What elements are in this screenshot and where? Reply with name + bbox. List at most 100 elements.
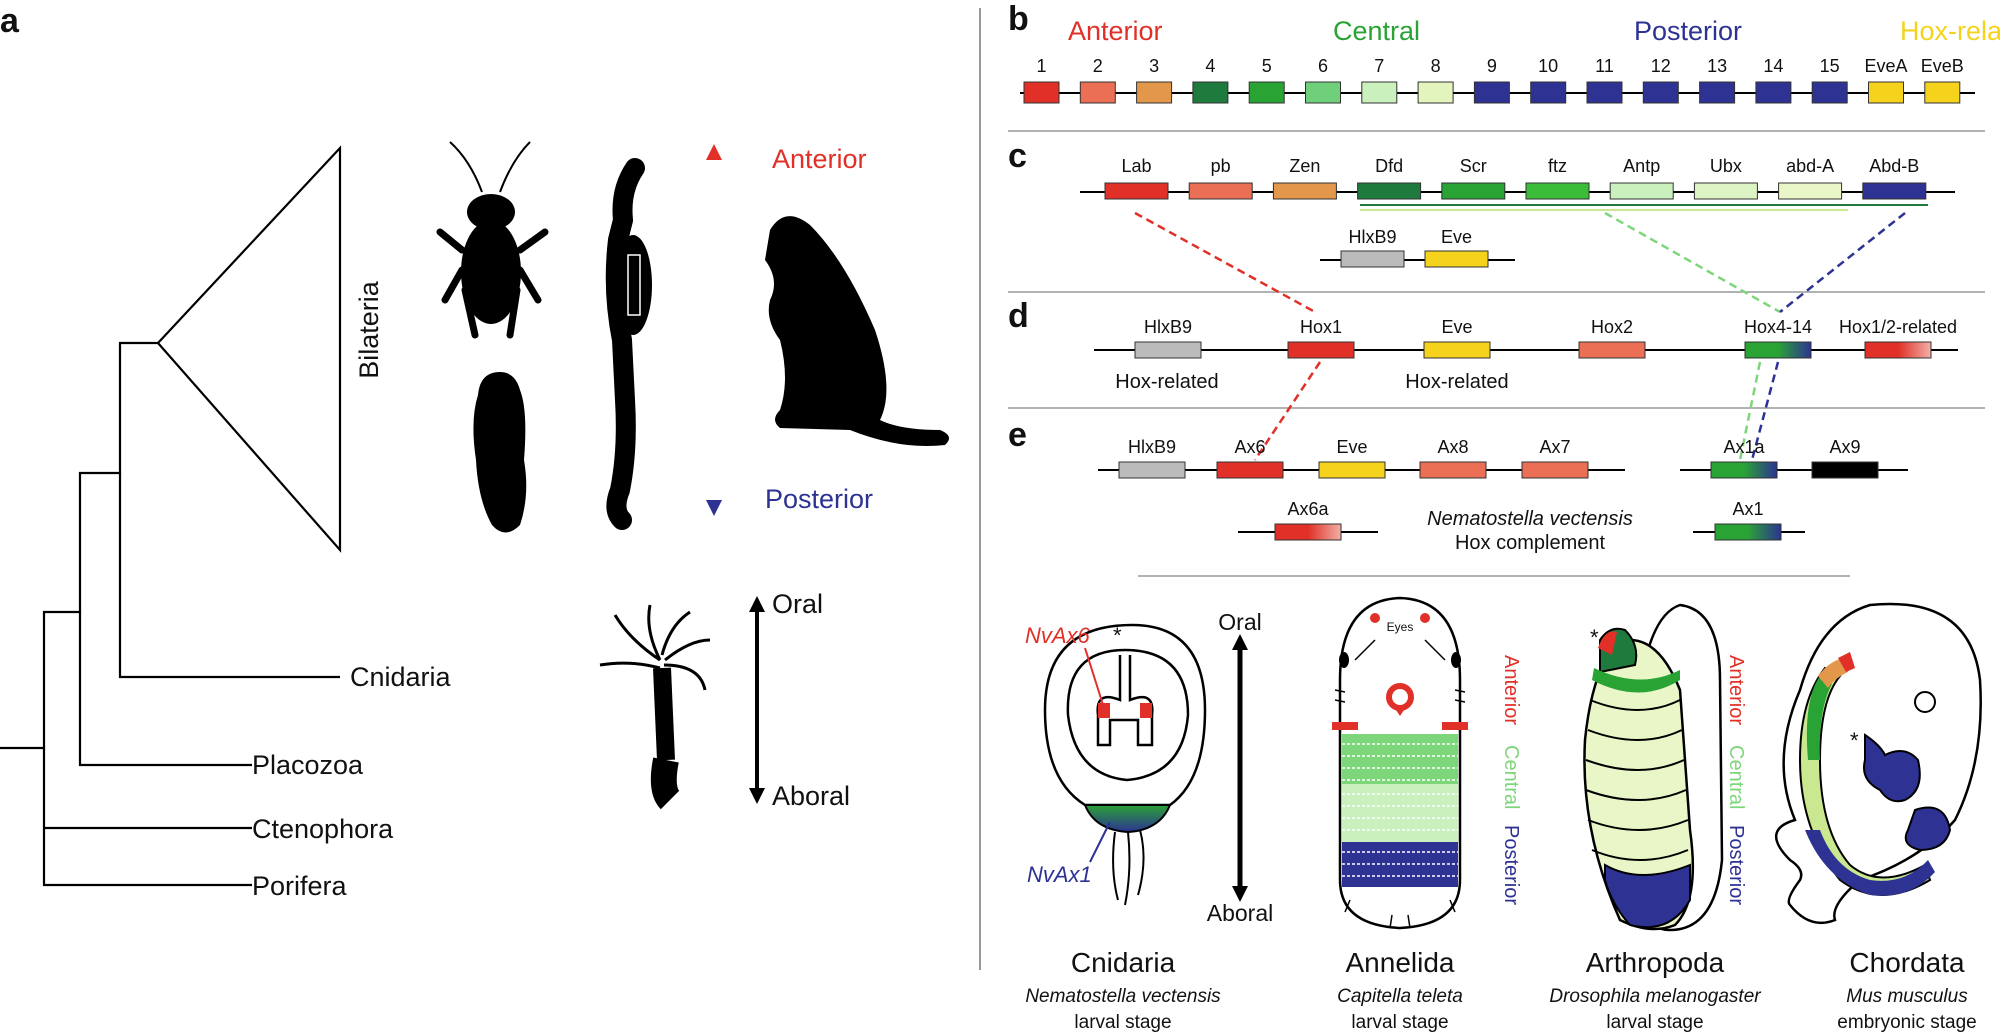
hox-d-gene-hox4-14-label: Hox4-14 <box>1744 317 1812 337</box>
hox-c-gene-antp-label: Antp <box>1623 156 1660 176</box>
hox-c-gene-lab-label: Lab <box>1121 156 1151 176</box>
hox-related-note-2: Hox-related <box>1405 371 1508 393</box>
panel-label-d: d <box>1008 297 1029 335</box>
hox-d-gene-hox2-box <box>1578 341 1646 359</box>
cnidaria-stage: larval stage <box>1074 1012 1171 1033</box>
homology-hox1-ax6 <box>1253 361 1322 461</box>
hox-d-gene-eve-label: Eve <box>1441 317 1472 337</box>
hox-e-gene-hlxb9-box <box>1118 461 1186 479</box>
hox-b-gene-evea-box <box>1868 81 1904 104</box>
hox-b-gene-13-label: 13 <box>1707 56 1727 76</box>
chordata-embryo <box>1774 602 1982 925</box>
hox-b-gene-6-box <box>1305 81 1341 104</box>
insect-silhouette <box>436 141 549 339</box>
hox-b-gene-15-box <box>1811 81 1848 104</box>
hox-d-gene-hox4-14-box <box>1744 341 1812 359</box>
hox-e-gene-ax7-box <box>1521 461 1589 479</box>
hox-c-gene-dfd-label: Dfd <box>1375 156 1403 176</box>
hox-e-gene-ax8-label: Ax8 <box>1437 437 1468 457</box>
hox-c-gene-zen-box <box>1272 182 1337 200</box>
hox-b-gene-5-label: 5 <box>1262 56 1272 76</box>
hox-e-gene-ax1a-box <box>1710 461 1778 479</box>
axis-anterior-label: Anterior <box>772 144 867 174</box>
hox-b-gene-9-label: 9 <box>1487 56 1497 76</box>
hox-b-gene-eveb-label: EveB <box>1921 56 1964 76</box>
hox-e-gene-ax7-label: Ax7 <box>1539 437 1570 457</box>
hox-b-gene-5-box <box>1248 81 1285 104</box>
posterior-arrowhead <box>706 500 722 516</box>
hox-d-gene-hox1-label: Hox1 <box>1300 317 1342 337</box>
hox-e-gene-ax9-box <box>1811 461 1879 479</box>
hox-b-gene-14-label: 14 <box>1763 56 1783 76</box>
hox-d-gene-eve-box <box>1423 341 1491 359</box>
hox-b-gene-9-box <box>1473 81 1510 104</box>
hox-b-gene-4-label: 4 <box>1205 56 1215 76</box>
nvax6-pointer <box>1084 647 1105 709</box>
nvax6-label: NvAx6 <box>1025 623 1091 648</box>
hox-b-gene-2-box <box>1079 81 1116 104</box>
arthropoda-anterior-label: Anterior <box>1725 655 1747 725</box>
hox-c-gene-zen-label: Zen <box>1289 156 1320 176</box>
annelida-species: Capitella teleta <box>1337 986 1463 1007</box>
homology-abdb-hox4 <box>1779 212 1906 313</box>
chordata-stage: embryonic stage <box>1837 1012 1976 1033</box>
group-label-central: Central <box>1333 16 1420 46</box>
hox-d-gene-hlxb9-box <box>1134 341 1202 359</box>
cnidaria-clade-title: Cnidaria <box>1071 947 1176 978</box>
hox-b-gene-3-box <box>1136 81 1173 104</box>
annelida-clade-title: Annelida <box>1346 947 1455 978</box>
annelida-larva <box>1332 596 1468 930</box>
chordata-clade-title: Chordata <box>1849 947 1965 978</box>
group-label-hox-related: Hox-related <box>1900 16 2000 46</box>
cnidaria-larva <box>1043 623 1207 906</box>
phylogenetic-tree <box>0 145 342 887</box>
arthropoda-stage: larval stage <box>1606 1012 1703 1033</box>
annelid-silhouette <box>605 158 652 530</box>
hox-b-gene-7-label: 7 <box>1374 56 1384 76</box>
arthropoda-clade-title: Arthropoda <box>1586 947 1725 978</box>
hox-b-gene-8-box <box>1417 81 1454 104</box>
taxon-cnidaria: Cnidaria <box>350 662 452 692</box>
hox-e-gene-ax1a-label: Ax1a <box>1723 437 1765 457</box>
hox-c-gene-ftz-box <box>1525 182 1590 200</box>
hox-b-gene-15-label: 15 <box>1820 56 1840 76</box>
group-label-anterior: Anterior <box>1068 16 1163 46</box>
hox-b-gene-10-label: 10 <box>1538 56 1558 76</box>
hox-e-gene-ax6a-box <box>1274 523 1342 541</box>
homology-antp-hox4 <box>1604 211 1781 314</box>
hox-b-gene-10-box <box>1530 81 1567 104</box>
hox-complement-caption: Hox complement <box>1455 532 1606 554</box>
hox-b-gene-14-box <box>1755 81 1792 104</box>
hox-c-gene-lab-box <box>1104 182 1169 200</box>
hox-e-gene-ax6-box <box>1216 461 1284 479</box>
hox-b-gene-8-label: 8 <box>1431 56 1441 76</box>
panel-label-e: e <box>1008 416 1027 454</box>
hox-b-gene-1-box <box>1023 81 1060 104</box>
embryo-aboral-label: Aboral <box>1207 900 1273 926</box>
hox-d-gene-hox2-label: Hox2 <box>1591 317 1633 337</box>
hox-e-gene-eve-label: Eve <box>1336 437 1367 457</box>
hox-b-gene-13-box <box>1699 81 1736 104</box>
hox-c-gene-scr-box <box>1441 182 1506 200</box>
cnidaria-asterisk: * <box>1113 623 1122 648</box>
taxon-bilateria: Bilateria <box>354 280 384 379</box>
hox-e-gene-ax6a-label: Ax6a <box>1287 499 1329 519</box>
embryo-oral-label: Oral <box>1218 609 1261 635</box>
eyes-label: Eyes <box>1387 620 1414 634</box>
cnidaria-species: Nematostella vectensis <box>1025 986 1221 1007</box>
hox-related-note-1: Hox-related <box>1115 371 1218 393</box>
homology-hox4-ax1a-green <box>1738 361 1762 461</box>
nematostella-species: Nematostella vectensis <box>1427 508 1633 530</box>
axis-aboral-label: Aboral <box>772 781 850 811</box>
axis-oral-label: Oral <box>772 589 823 619</box>
arthropoda-species: Drosophila melanogaster <box>1549 986 1761 1007</box>
hox-d-gene-hox1-2-related-box <box>1864 341 1932 359</box>
hox-c-gene-scr-label: Scr <box>1460 156 1487 176</box>
panel-label-b: b <box>1008 0 1029 38</box>
annelida-anterior-label: Anterior <box>1500 655 1522 725</box>
chordata-asterisk: * <box>1850 728 1859 753</box>
hox-c-sub-hlxb9-box <box>1340 250 1405 268</box>
hox-c-gene-abd-b-box <box>1862 182 1927 200</box>
hox-b-gene-11-box <box>1586 81 1623 104</box>
